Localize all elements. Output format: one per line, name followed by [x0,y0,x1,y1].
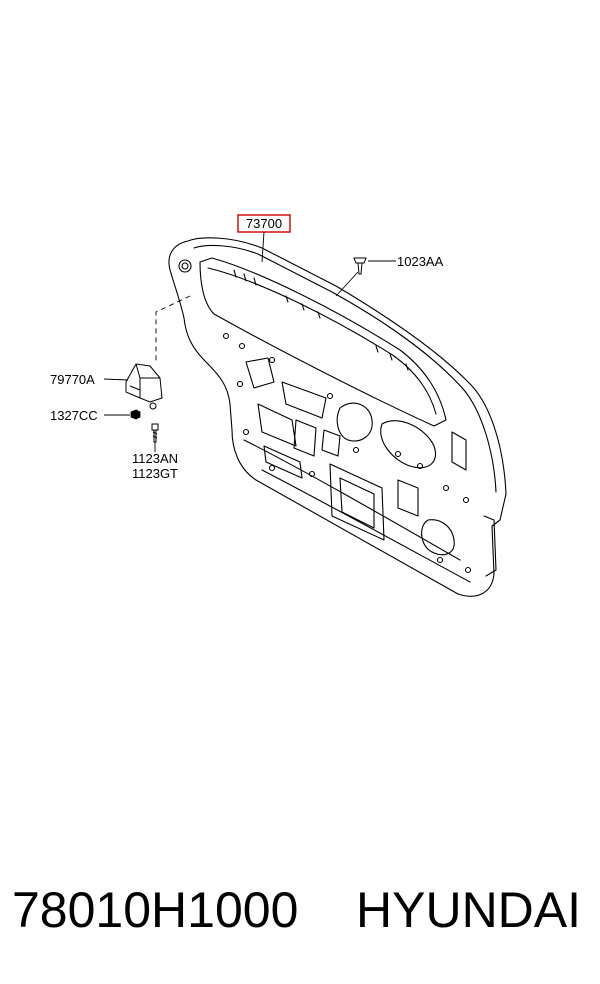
nut-icon [130,409,141,420]
panel-outer-outline [168,237,507,597]
panel-holes [222,332,472,574]
main-part-label: 73700 [246,216,282,231]
hinge-label: 79770A [50,372,95,387]
cutout-6 [380,420,436,469]
callout-nut: 1327CC [50,408,141,423]
nut-label: 1327CC [50,408,98,423]
cutout-7 [321,429,341,457]
bolt-label-line1: 1123AN [132,451,178,466]
callout-main-part: 73700 [237,214,291,263]
cutout-11 [451,431,467,471]
bolt-icon [151,423,159,443]
cutout-9 [397,479,419,517]
lower-body-line-2 [261,469,471,583]
brand-name: HYUNDAI [356,882,582,938]
hinge-dashed-leader [155,295,191,364]
cutout-4 [293,419,317,457]
callout-bolt: 1123AN 1123GT [132,423,178,481]
screw-label: 1023AA [397,254,444,269]
window-inner-frame [207,267,437,415]
cutout-2 [281,381,327,419]
cutout-5 [336,402,373,442]
cutout-3 [257,403,297,447]
tailgate-panel [168,237,507,597]
cutout-1 [245,357,275,389]
bolt-label-line2: 1123GT [132,466,178,481]
part-number: 78010H1000 [12,882,299,938]
cutout-8 [329,463,385,541]
cutout-10 [421,519,455,556]
hinge-hole-left-inner [181,262,189,270]
right-edge-flange [483,515,497,577]
lower-body-line [243,439,461,561]
screw-to-panel-leader [335,271,359,297]
window-opening [199,257,447,427]
panel-inner-lip [193,245,497,493]
hinge-bracket-icon [125,363,163,403]
top-stud-row [233,269,409,371]
hinge-leader [103,378,129,381]
hinge-bolt-head [149,402,157,410]
callout-screw: 1023AA [335,254,444,297]
screw-icon [353,257,367,275]
cutout-12 [263,445,303,479]
cutout-8-inner [339,477,375,529]
hinge-hole-left [178,259,192,273]
footer-caption: 78010H1000 HYUNDAI [0,875,600,945]
main-part-leader [261,231,265,263]
callout-hinge: 79770A [50,363,163,410]
